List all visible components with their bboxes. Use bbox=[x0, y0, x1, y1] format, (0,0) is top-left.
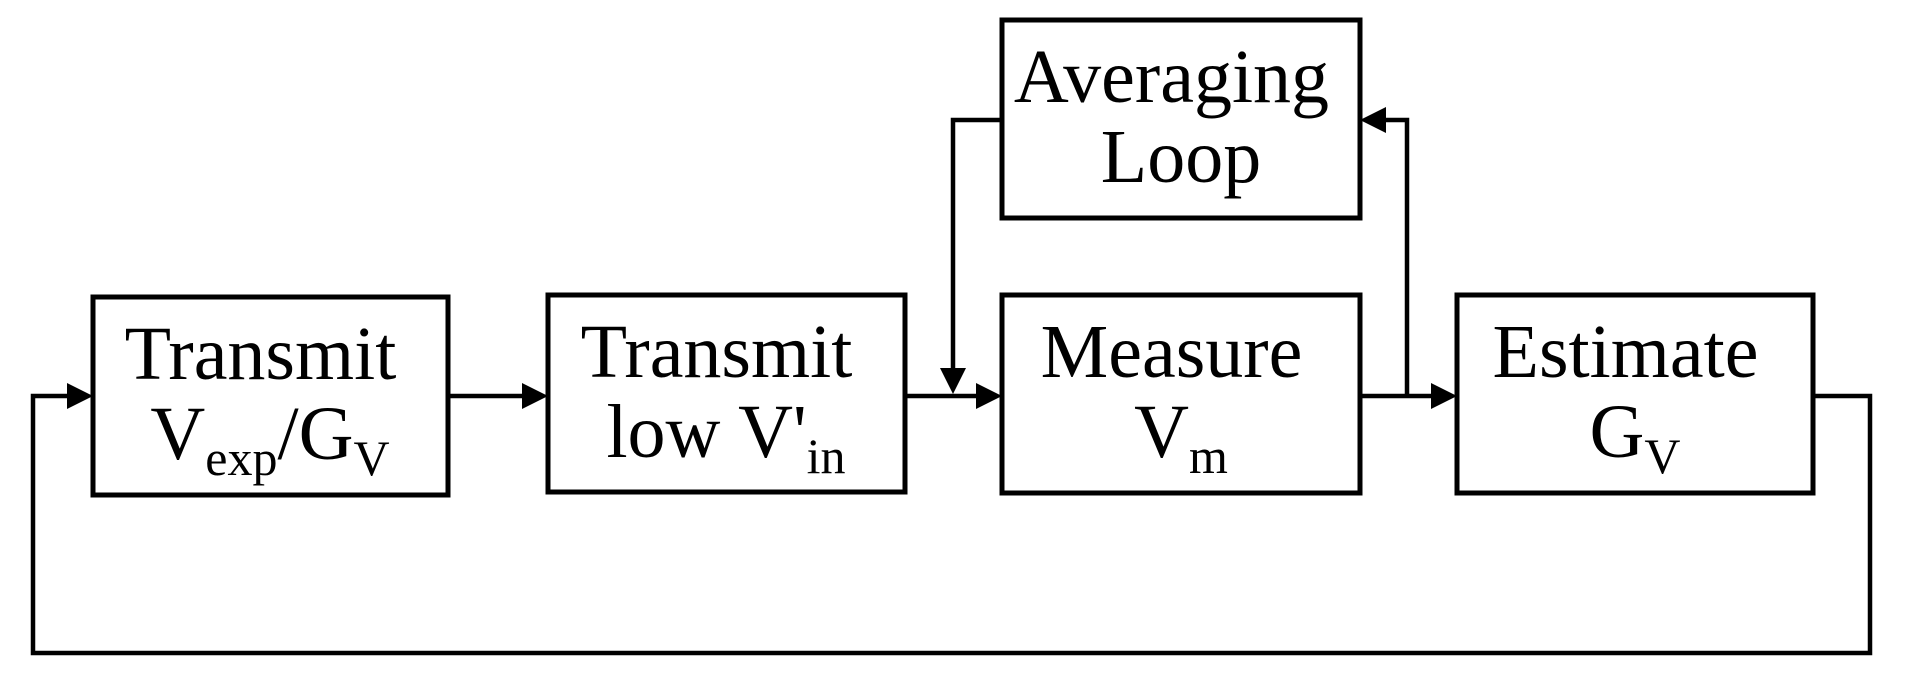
averaging-loop-line1: Averaging bbox=[1014, 35, 1329, 119]
transmit-low-vin-box bbox=[545, 292, 908, 495]
wire-averaging-loop-input bbox=[1383, 117, 1410, 396]
transmit-low-vin-label: Transmit low V'in bbox=[581, 310, 872, 484]
estimate-gv-box bbox=[1454, 292, 1816, 496]
measure-vm-box bbox=[999, 292, 1363, 496]
arrowhead-into-averaging-loop bbox=[1360, 107, 1386, 133]
estimate-gv-label: Estimate GV bbox=[1493, 310, 1778, 484]
measure-vm-label: Measure Vm bbox=[1041, 310, 1322, 484]
averaging-loop-box bbox=[999, 17, 1363, 221]
averaging-loop-line2: Loop bbox=[1101, 115, 1261, 199]
arrowhead-into-measure bbox=[976, 383, 1002, 409]
arrowhead-into-estimate bbox=[1431, 383, 1457, 409]
feedback-loop-line bbox=[30, 393, 1873, 656]
wire-averaging-loop-output bbox=[950, 117, 1002, 371]
transmit-vexp-label: Transmit Vexp/GV bbox=[125, 312, 416, 486]
transmit-vexp-box bbox=[90, 294, 451, 498]
arrowhead-averaging-output-down bbox=[940, 368, 966, 394]
averaging-loop-label: Averaging Loop bbox=[1014, 35, 1348, 199]
arrowhead-into-transmit-low bbox=[522, 383, 548, 409]
arrowhead-into-transmit-vexp bbox=[67, 383, 93, 409]
